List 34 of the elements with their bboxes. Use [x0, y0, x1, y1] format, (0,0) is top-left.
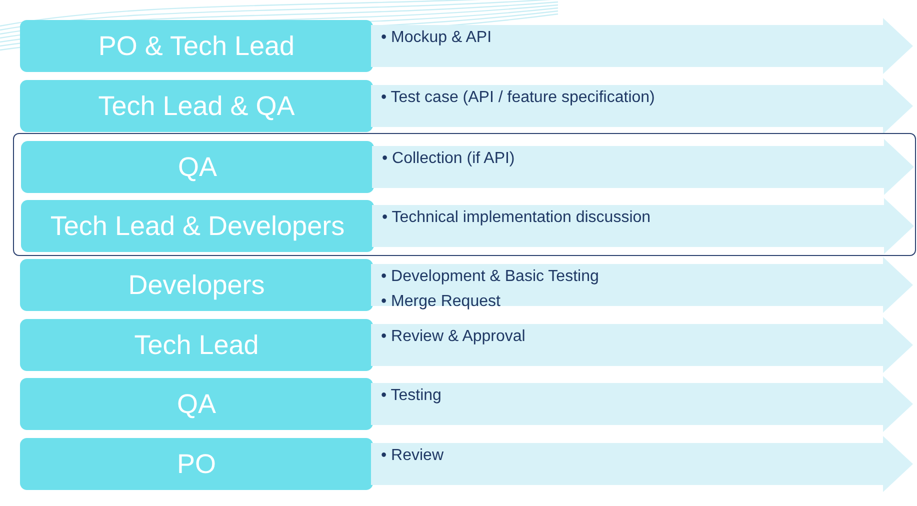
role-label: Developers — [128, 269, 265, 301]
bullet-item: • Merge Request — [381, 292, 500, 312]
arrow-shape — [371, 317, 913, 373]
role-box — [21, 200, 374, 252]
bullet-item: • Test case (API / feature specification) — [381, 88, 655, 108]
bullet-item: • Collection (if API) — [382, 149, 515, 169]
arrow-shape — [371, 376, 913, 432]
role-box — [20, 80, 373, 132]
arrow-shape — [371, 436, 913, 492]
arrow-shape — [372, 139, 914, 195]
role-box — [20, 438, 373, 490]
bullet-item: • Review & Approval — [381, 327, 526, 347]
role-box — [20, 20, 373, 72]
bullet-item: • Mockup & API — [381, 28, 492, 48]
role-label: Tech Lead & Developers — [50, 210, 345, 242]
role-box — [20, 319, 373, 371]
arrow-shape — [371, 18, 913, 74]
arrow-shape — [371, 78, 913, 134]
bullet-item: • Development & Basic Testing — [381, 267, 599, 287]
role-box — [21, 141, 374, 193]
role-box — [20, 378, 373, 430]
bullet-item: • Testing — [381, 386, 442, 406]
bullet-item: • Technical implementation discussion — [382, 208, 651, 228]
highlight-frame — [13, 133, 916, 256]
arrow-shape — [371, 257, 913, 313]
role-label: QA — [178, 151, 217, 183]
arrow-shape — [372, 198, 914, 254]
role-label: PO & Tech Lead — [98, 30, 295, 62]
role-label: Tech Lead & QA — [98, 90, 295, 122]
role-label: QA — [176, 388, 216, 420]
bullet-item: • Review — [381, 446, 444, 466]
role-label: PO — [176, 448, 216, 480]
role-box — [20, 259, 373, 311]
role-label: Tech Lead — [134, 329, 259, 361]
